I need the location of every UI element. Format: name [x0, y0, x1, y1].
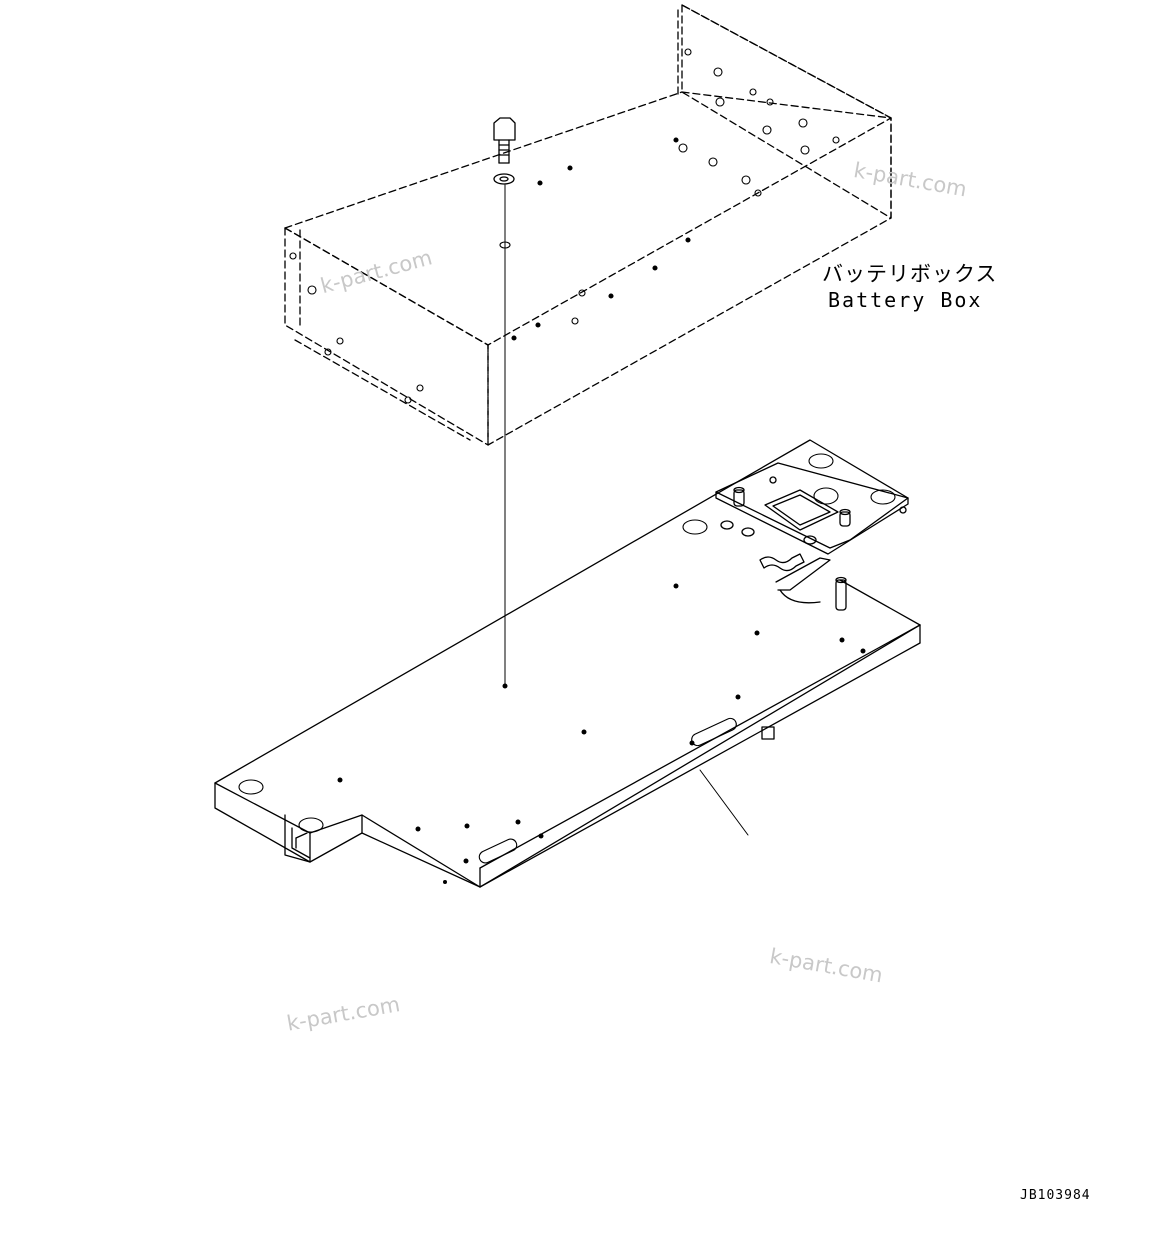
bolt — [493, 117, 516, 164]
battery-box-holes — [289, 48, 840, 404]
battery-box-label-japanese: バッテリボックス — [822, 262, 998, 286]
battery-box-outline — [284, 4, 892, 446]
drawing-code: JB103984 — [1020, 1188, 1091, 1203]
mount-bracket — [715, 462, 909, 740]
base-plate — [214, 439, 921, 888]
battery-box-label-english: Battery Box — [828, 288, 983, 312]
base-plate-holes — [238, 453, 896, 884]
leader-line — [699, 769, 749, 836]
washer — [493, 173, 515, 185]
